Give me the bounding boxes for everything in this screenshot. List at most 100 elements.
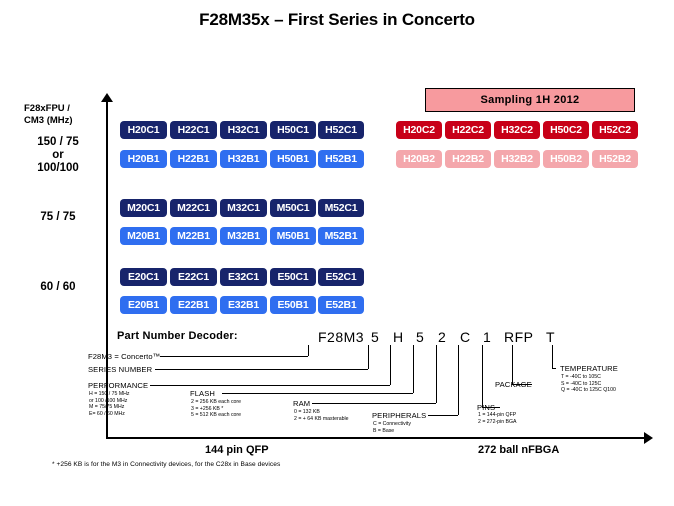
part-number-token-5: C bbox=[460, 329, 471, 345]
x-label-bga: 272 ball nFBGA bbox=[478, 444, 560, 456]
device-chip-m22c1[interactable]: M22C1 bbox=[170, 199, 217, 217]
leader-line-h-5 bbox=[428, 415, 458, 416]
device-chip-e50b1[interactable]: E50B1 bbox=[270, 296, 316, 314]
x-axis-line bbox=[106, 437, 646, 439]
y-axis-label-line2: CM3 (MHz) bbox=[24, 115, 73, 126]
device-chip-h32b2[interactable]: H32B2 bbox=[494, 150, 540, 168]
device-chip-h22c1[interactable]: H22C1 bbox=[170, 121, 217, 139]
device-chip-h50b2[interactable]: H50B2 bbox=[543, 150, 589, 168]
legend-item-performance-3: E= 60 / 60 MHz bbox=[89, 410, 125, 417]
legend-item-peripherals-0: C = Connectivity bbox=[373, 421, 411, 427]
device-chip-h50c1[interactable]: H50C1 bbox=[270, 121, 316, 139]
device-chip-e22c1[interactable]: E22C1 bbox=[170, 268, 217, 286]
legend-item-peripherals-1: B = Base bbox=[373, 427, 395, 434]
device-chip-e20b1[interactable]: E20B1 bbox=[120, 296, 167, 314]
device-chip-h32c2[interactable]: H32C2 bbox=[494, 121, 540, 139]
device-chip-m52c1[interactable]: M52C1 bbox=[318, 199, 364, 217]
device-chip-h52c1[interactable]: H52C1 bbox=[318, 121, 364, 139]
legend-heading-series: SERIES NUMBER bbox=[88, 365, 153, 374]
leader-line-v-1 bbox=[368, 345, 369, 369]
device-chip-h32c1[interactable]: H32C1 bbox=[220, 121, 267, 139]
device-chip-m52b1[interactable]: M52B1 bbox=[318, 227, 364, 245]
device-chip-m32b1[interactable]: M32B1 bbox=[220, 227, 267, 245]
device-chip-h50b1[interactable]: H50B1 bbox=[270, 150, 316, 168]
leader-line-v-7 bbox=[512, 345, 513, 384]
legend-heading-peripherals: PERIPHERALS bbox=[372, 411, 427, 420]
device-chip-e22b1[interactable]: E22B1 bbox=[170, 296, 217, 314]
legend-item-flash-1: 3 = +256 KB * bbox=[191, 405, 224, 412]
leader-line-v-8 bbox=[552, 345, 553, 368]
leader-line-v-3 bbox=[413, 345, 414, 393]
device-chip-h32b1[interactable]: H32B1 bbox=[220, 150, 267, 168]
device-chip-h52b1[interactable]: H52B1 bbox=[318, 150, 364, 168]
legend-item-performance-1: or 100 /100 MHz bbox=[89, 397, 128, 404]
device-chip-e52b1[interactable]: E52B1 bbox=[318, 296, 364, 314]
x-label-qfp: 144 pin QFP bbox=[205, 444, 269, 456]
device-chip-m20c1[interactable]: M20C1 bbox=[120, 199, 167, 217]
legend-heading-temperature: TEMPERATURE bbox=[560, 364, 618, 373]
legend-heading-prefix: F28M3 = Concerto™ bbox=[88, 352, 161, 361]
device-chip-h22c2[interactable]: H22C2 bbox=[445, 121, 491, 139]
legend-item-temperature-2: Q = -40C to 125C Q100 bbox=[561, 387, 616, 394]
legend-heading-flash: FLASH bbox=[190, 389, 215, 398]
device-chip-m32c1[interactable]: M32C1 bbox=[220, 199, 267, 217]
legend-item-temperature-1: S = -40C to 125C bbox=[561, 380, 602, 387]
device-chip-m20b1[interactable]: M20B1 bbox=[120, 227, 167, 245]
y-tick-low: 60 / 60 bbox=[40, 281, 76, 293]
device-chip-e50c1[interactable]: E50C1 bbox=[270, 268, 316, 286]
device-chip-m22b1[interactable]: M22B1 bbox=[170, 227, 217, 245]
device-chip-h20b2[interactable]: H20B2 bbox=[396, 150, 442, 168]
page-title: F28M35x – First Series in Concerto bbox=[199, 10, 475, 29]
device-chip-h52b2[interactable]: H52B2 bbox=[592, 150, 638, 168]
device-chip-h20b1[interactable]: H20B1 bbox=[120, 150, 167, 168]
leader-line-h-1 bbox=[155, 369, 368, 370]
device-chip-e20c1[interactable]: E20C1 bbox=[120, 268, 167, 286]
y-axis-label: F28xFPU / CM3 (MHz) bbox=[24, 103, 102, 127]
part-number-token-1: 5 bbox=[371, 329, 380, 345]
device-chip-m50c1[interactable]: M50C1 bbox=[270, 199, 316, 217]
y-axis-label-line1: F28xFPU / bbox=[24, 103, 70, 114]
y-axis-arrow-icon bbox=[101, 93, 113, 102]
device-chip-h20c1[interactable]: H20C1 bbox=[120, 121, 167, 139]
part-number-token-3: 5 bbox=[416, 329, 425, 345]
part-number-token-6: 1 bbox=[483, 329, 492, 345]
device-chip-e32c1[interactable]: E32C1 bbox=[220, 268, 267, 286]
legend-heading-ram: RAM bbox=[293, 399, 311, 408]
legend-item-ram-0: 0 = 132 KB bbox=[294, 409, 320, 415]
y-tick-high: 150 / 75 or 100/100 bbox=[37, 136, 79, 174]
leader-line-h-3 bbox=[222, 393, 413, 394]
legend-item-flash-2: 5 = 512 KB each core bbox=[191, 412, 242, 419]
leader-line-h-8 bbox=[552, 368, 556, 369]
device-chip-m50b1[interactable]: M50B1 bbox=[270, 227, 316, 245]
leader-line-v-2 bbox=[390, 345, 391, 385]
leader-line-h-2 bbox=[150, 385, 390, 386]
legend-item-pins-0: 1 = 144-pin QFP bbox=[478, 412, 517, 418]
leader-line-v-5 bbox=[458, 345, 459, 415]
part-number-token-4: 2 bbox=[438, 329, 447, 345]
decoder-title: Part Number Decoder: bbox=[117, 330, 238, 342]
part-number-token-0: F28M3 bbox=[318, 329, 365, 345]
leader-line-h-7 bbox=[512, 384, 532, 385]
device-chip-h22b1[interactable]: H22B1 bbox=[170, 150, 217, 168]
device-chip-e52c1[interactable]: E52C1 bbox=[318, 268, 364, 286]
legend-item-performance-2: M = 75/75 MHz bbox=[89, 404, 125, 411]
part-number-token-8: T bbox=[546, 329, 556, 345]
legend-item-ram-1: 2 = + 64 KB masterable bbox=[294, 415, 349, 422]
legend-item-temperature-0: T = -40C to 105C bbox=[561, 374, 601, 380]
device-chip-e32b1[interactable]: E32B1 bbox=[220, 296, 267, 314]
device-chip-h52c2[interactable]: H52C2 bbox=[592, 121, 638, 139]
legend-item-performance-0: H = 150 / 75 MHz bbox=[89, 391, 130, 397]
leader-line-h-0 bbox=[160, 356, 308, 357]
device-chip-h22b2[interactable]: H22B2 bbox=[445, 150, 491, 168]
device-chip-h20c2[interactable]: H20C2 bbox=[396, 121, 442, 139]
leader-line-h-6 bbox=[482, 407, 500, 408]
x-axis-arrow-icon bbox=[644, 432, 653, 444]
footnote: * +256 KB is for the M3 in Connectivity … bbox=[52, 461, 281, 468]
device-chip-h50c2[interactable]: H50C2 bbox=[543, 121, 589, 139]
leader-line-h-4 bbox=[312, 403, 436, 404]
legend-item-pins-1: 2 = 272-pin BGA bbox=[478, 418, 517, 425]
leader-line-v-0 bbox=[308, 345, 309, 356]
part-number-token-2: H bbox=[393, 329, 404, 345]
sampling-banner: Sampling 1H 2012 bbox=[425, 88, 635, 112]
